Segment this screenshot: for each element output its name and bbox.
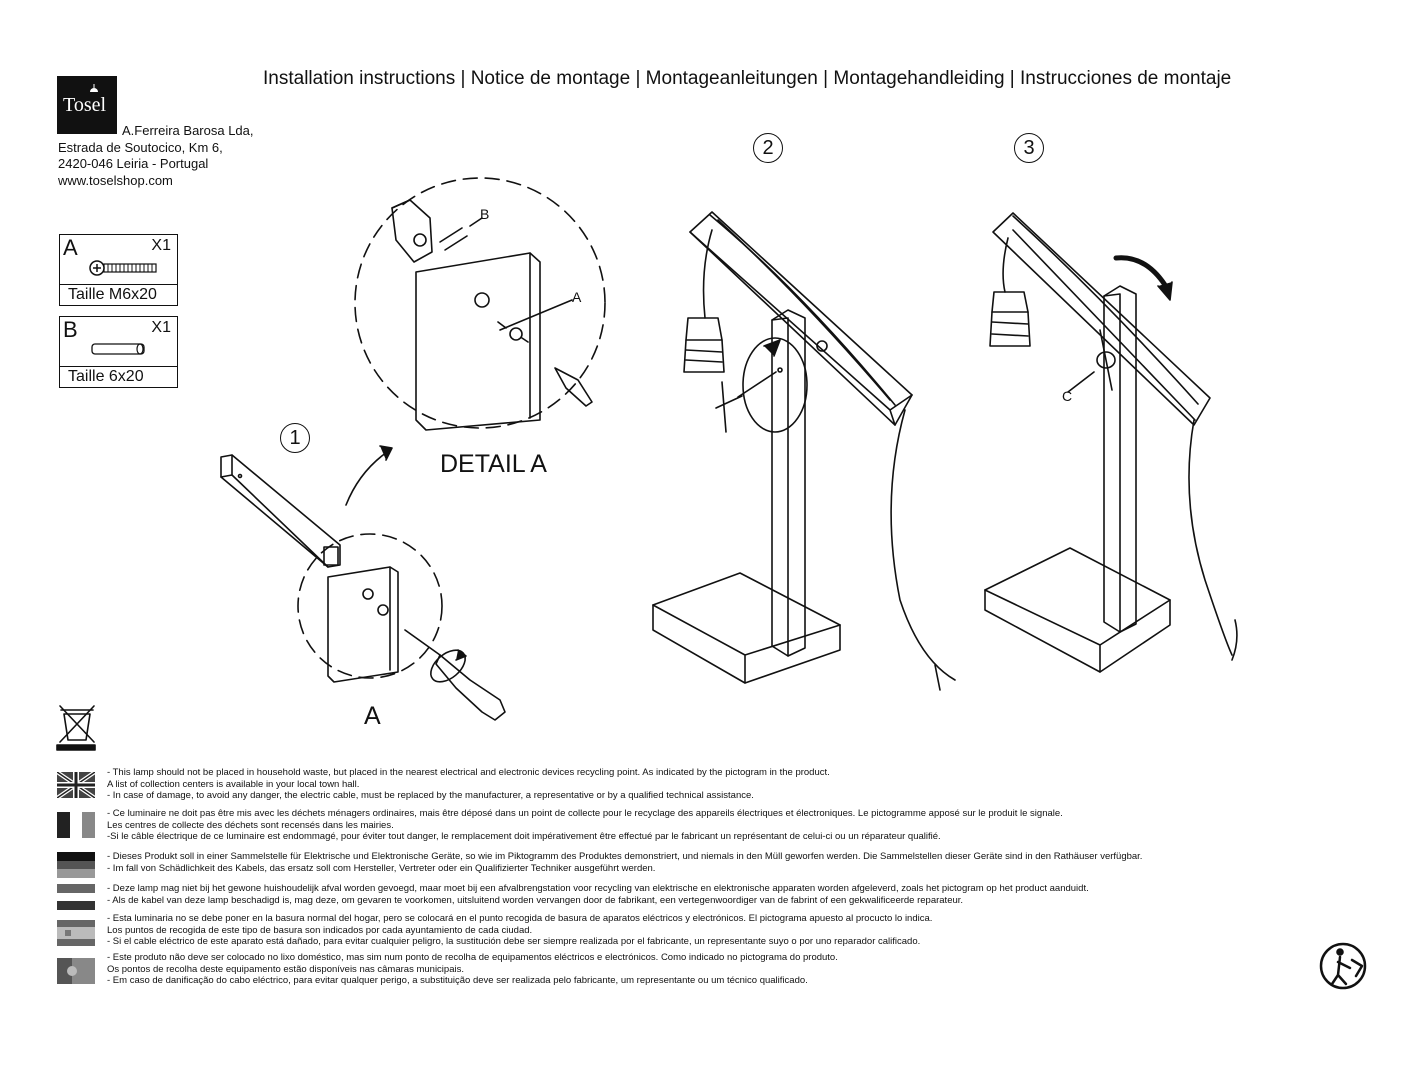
lamp-mark-icon <box>90 84 98 92</box>
address-line: Estrada de Soutocico, Km 6, <box>58 139 223 155</box>
part-size: Taille 6x20 <box>60 366 177 387</box>
page-title: Installation instructions | Notice de mo… <box>263 68 1232 89</box>
detail-a-caption: DETAIL A <box>440 450 547 478</box>
part-a-box: A X1 Taille M6x20 <box>59 234 178 306</box>
notice-line: - This lamp should not be placed in hous… <box>107 767 830 778</box>
notice-line: -Si le câble électrique de ce luminaire … <box>107 831 941 842</box>
step-1-number: 1 <box>280 423 310 453</box>
notice-es: - Esta luminaria no se debe poner en la … <box>107 913 932 948</box>
step-2-number: 2 <box>753 133 783 163</box>
notice-line: - In case of damage, to avoid any danger… <box>107 790 754 801</box>
notice-line: - Em caso de danificação do cabo eléctri… <box>107 975 808 986</box>
flag-pt-icon <box>57 958 95 984</box>
notice-line: - Si el cable eléctrico de este aparato … <box>107 936 921 947</box>
notice-line: Los puntos de recogida de este tipo de b… <box>107 924 533 936</box>
flag-es-icon <box>57 920 95 946</box>
notice-line: - Ce luminaire ne doit pas être mis avec… <box>107 808 1063 819</box>
step-2-illustration <box>652 211 956 691</box>
step-3-label-c: C <box>1062 388 1073 404</box>
screw-icon <box>89 260 157 276</box>
flag-de-icon <box>57 852 95 878</box>
part-b-box: B X1 Taille 6x20 <box>59 316 178 388</box>
notice-fr: - Ce luminaire ne doit pas être mis avec… <box>107 808 1063 843</box>
notice-line: Les centres de collecte des déchets sont… <box>107 819 394 831</box>
part-size: Taille M6x20 <box>60 284 177 305</box>
weee-bin-icon <box>56 705 96 751</box>
part-letter: A <box>63 235 78 260</box>
address-line: www.toselshop.com <box>58 172 173 188</box>
notice-line: - Deze lamp mag niet bij het gewone huis… <box>107 883 1089 894</box>
step-1-caption: A <box>364 702 381 730</box>
flag-uk-icon <box>57 772 95 798</box>
part-qty: X1 <box>151 319 171 336</box>
notice-line: - Dieses Produkt soll in einer Sammelste… <box>107 851 1143 862</box>
step-3-illustration <box>984 212 1238 673</box>
dowel-pin-icon <box>91 343 145 355</box>
notice-line: A list of collection centers is availabl… <box>107 778 360 790</box>
notice-line: - Im fall von Schädlichkeit des Kabels, … <box>107 862 656 874</box>
step-1-illustration <box>220 445 506 721</box>
notice-en: - This lamp should not be placed in hous… <box>107 767 830 802</box>
flag-nl-icon <box>57 884 95 910</box>
tosel-logo: Tosel <box>57 76 117 134</box>
detail-label-b: B <box>480 206 490 222</box>
logo-text: Tosel <box>63 94 107 116</box>
notice-line: - Esta luminaria no se debe poner en la … <box>107 913 933 924</box>
notice-nl: - Deze lamp mag niet bij het gewone huis… <box>107 883 1089 906</box>
manufacturer-address: A.Ferreira Barosa Lda, Estrada de Soutoc… <box>58 123 254 189</box>
notice-line: - Als de kabel van deze lamp beschadigd … <box>107 894 964 906</box>
address-line: A.Ferreira Barosa Lda, <box>122 123 254 138</box>
address-line: 2420-046 Leiria - Portugal <box>58 156 209 171</box>
step-3-number: 3 <box>1014 133 1044 163</box>
notice-de: - Dieses Produkt soll in einer Sammelste… <box>107 851 1142 874</box>
detail-a-illustration <box>354 177 606 431</box>
notice-line: - Este produto não deve ser colocado no … <box>107 952 838 963</box>
flag-fr-icon <box>57 812 95 838</box>
recycle-person-icon <box>1319 942 1367 990</box>
part-letter: B <box>63 317 78 342</box>
notice-line: Os pontos de recolha deste equipamento e… <box>107 963 464 975</box>
detail-label-a: A <box>572 289 582 305</box>
part-qty: X1 <box>151 237 171 254</box>
notice-pt: - Este produto não deve ser colocado no … <box>107 952 838 987</box>
